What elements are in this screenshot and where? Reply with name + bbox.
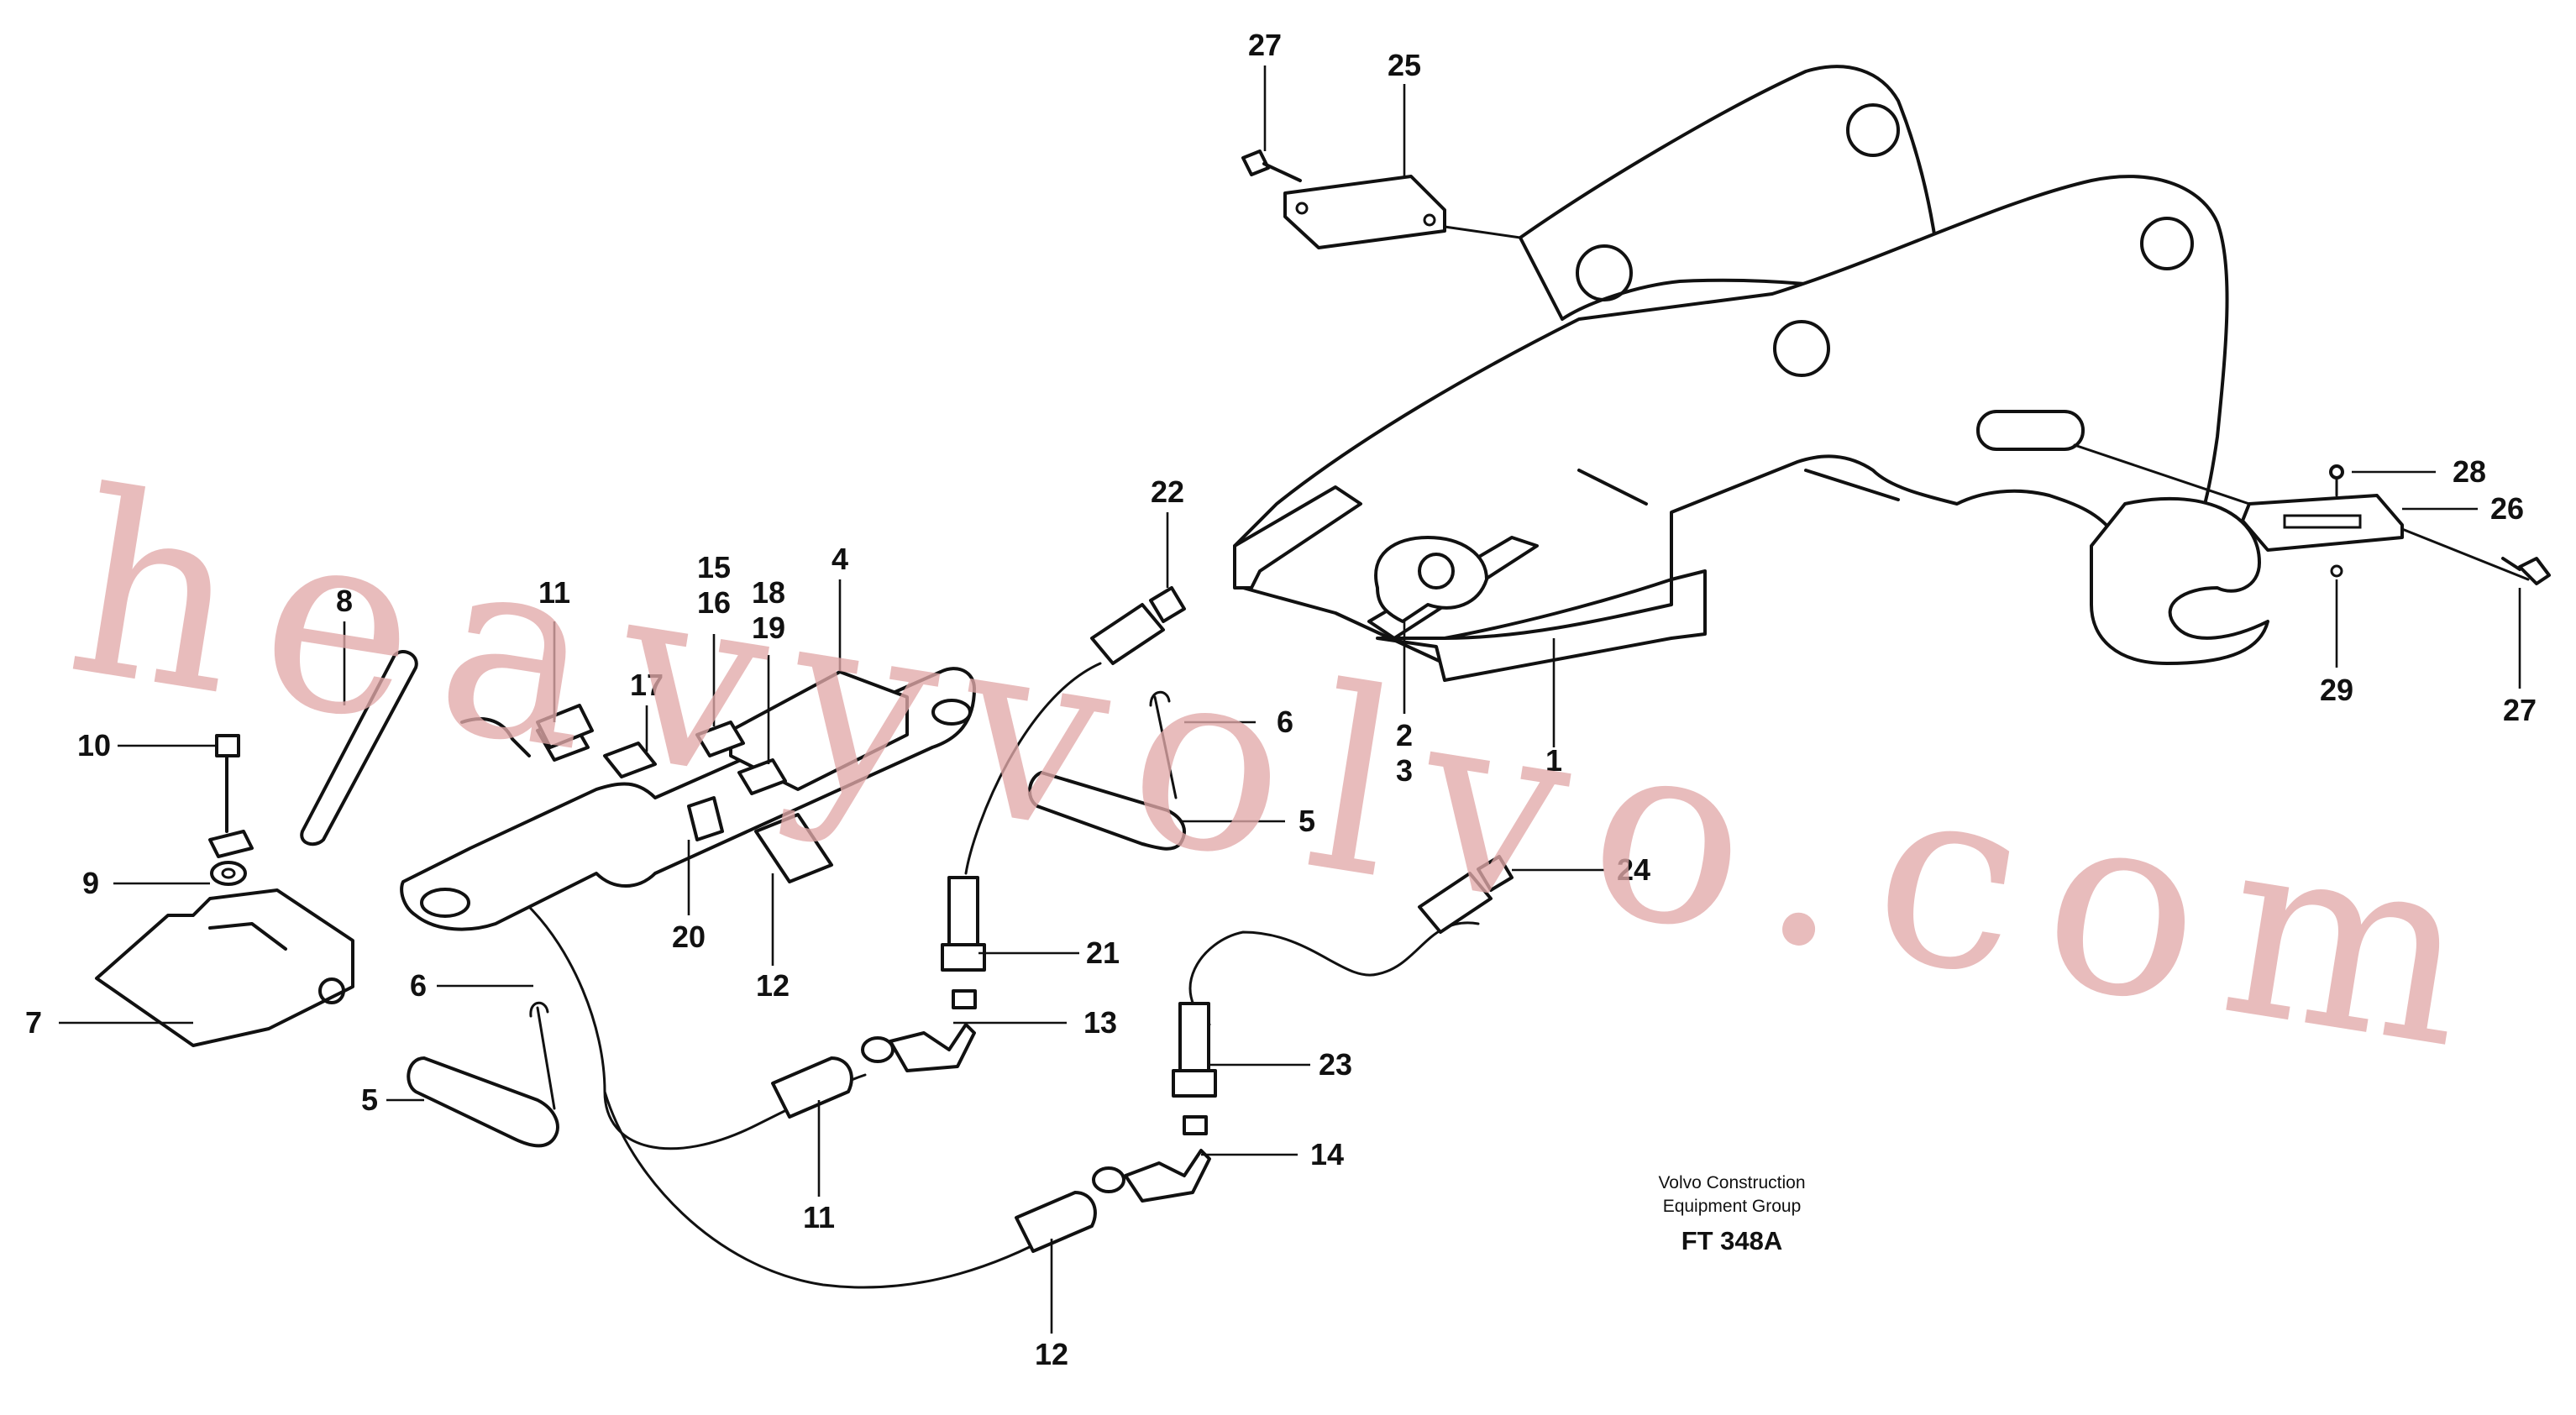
- callout-label: 28: [2453, 454, 2486, 489]
- bolt-27-right: [2501, 557, 2551, 585]
- quick-coupler-bracket: [1233, 65, 2269, 682]
- hose-fitting-11-top: [536, 704, 594, 749]
- callout-label: 13: [1083, 1005, 1117, 1040]
- caption-company: Volvo Construction: [1658, 1173, 1805, 1192]
- elbow-14: [1015, 1149, 1211, 1253]
- callout-label: 7: [25, 1005, 42, 1040]
- callout-label: 6: [1277, 705, 1293, 739]
- callout-label: 5: [1298, 804, 1315, 838]
- pin-5-left: [407, 1056, 559, 1148]
- hose-fitting-22: [1090, 586, 1186, 665]
- hose-fitting-23: [1172, 1002, 1217, 1135]
- callout-label: 22: [1151, 474, 1184, 509]
- callout-label: 20: [672, 920, 706, 954]
- figure-caption: Volvo Construction Equipment Group FT 34…: [1658, 1173, 1805, 1255]
- callout-label: 8: [336, 584, 353, 618]
- callout-label: 16: [697, 585, 731, 620]
- caption-figure-code: FT 348A: [1681, 1226, 1783, 1255]
- callout-label: 6: [410, 968, 427, 1003]
- callout-label: 1: [1545, 743, 1562, 778]
- callout-label: 11: [803, 1200, 835, 1234]
- plate-26: [2073, 443, 2530, 581]
- callout-label: 4: [832, 542, 848, 576]
- callout-label: 3: [1396, 753, 1413, 788]
- callout-label: 21: [1086, 935, 1120, 970]
- leader-lines: [59, 66, 2521, 1334]
- nut-9: [210, 861, 247, 886]
- callout-label: 14: [1310, 1137, 1344, 1171]
- washer-29: [2330, 564, 2343, 578]
- callout-label: 5: [361, 1082, 378, 1117]
- rod-8: [300, 650, 418, 846]
- elbow-13: [771, 1023, 976, 1119]
- cotter-pin-6-right: [1149, 690, 1178, 799]
- hydraulic-cylinder: [400, 667, 976, 931]
- callout-label: 2: [1396, 718, 1413, 752]
- callout-label: 23: [1319, 1047, 1352, 1082]
- plate-25: [1283, 175, 1522, 249]
- callout-label: 26: [2490, 491, 2524, 526]
- bolt-10: [208, 734, 254, 858]
- bolt-27-top: [1241, 149, 1302, 182]
- callout-label: 18: [752, 575, 785, 610]
- callout-label: 11: [538, 575, 570, 610]
- callout-label: 12: [756, 968, 790, 1003]
- callout-label: 24: [1617, 852, 1650, 887]
- callout-label: 15: [697, 550, 731, 584]
- hose-fitting-21: [941, 876, 986, 1009]
- cotter-pin-6-left: [529, 1001, 556, 1110]
- callout-label: 12: [1035, 1337, 1068, 1371]
- callout-label: 9: [82, 866, 99, 900]
- caption-group: Equipment Group: [1663, 1197, 1802, 1216]
- callout-label: 19: [752, 611, 785, 645]
- callout-label: 27: [2503, 693, 2537, 727]
- callout-label: 10: [77, 728, 111, 763]
- callout-labels: 27 25 22 4 8 11 15 16 18 19 17 10 6 2 3 …: [25, 28, 2537, 1371]
- screw-28: [2329, 464, 2344, 497]
- callout-label: 25: [1388, 48, 1421, 82]
- callout-label: 17: [630, 668, 664, 702]
- pin-5-right: [1028, 771, 1186, 851]
- callout-label: 27: [1248, 28, 1282, 62]
- hose-fitting-24: [1418, 855, 1514, 934]
- mounting-block-7: [95, 888, 354, 1047]
- callout-label: 29: [2320, 673, 2353, 707]
